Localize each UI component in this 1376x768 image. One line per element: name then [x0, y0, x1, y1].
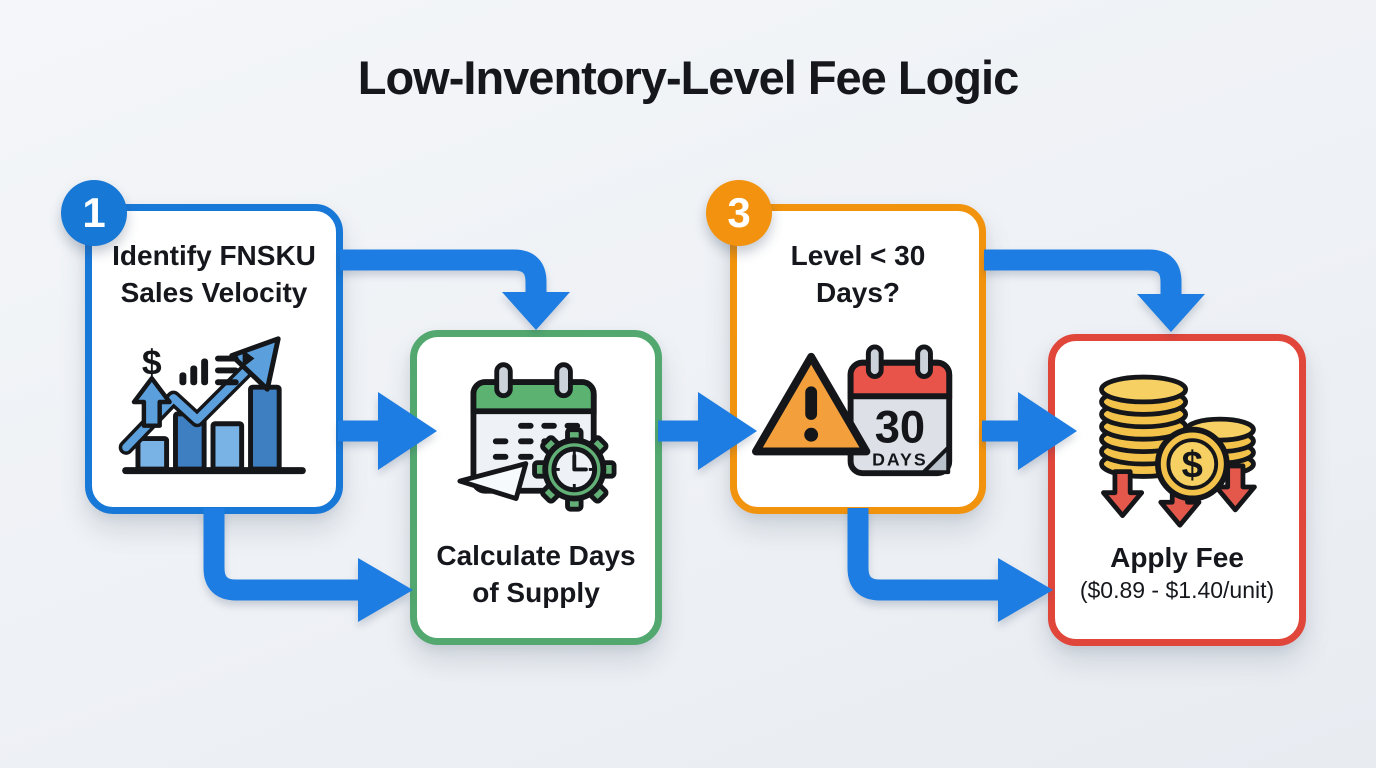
- step-1-number-badge: 1: [61, 180, 127, 246]
- coins-fee-down-arrows-icon: $: [1098, 374, 1257, 528]
- step-4-title: Apply Fee ($0.89 - $1.40/unit): [1080, 541, 1274, 605]
- step-card-apply-fee: $ Apply Fee ($0.89 - $1.40/unit): [1048, 334, 1306, 646]
- step-3-title: Level < 30 Days?: [791, 237, 926, 311]
- step-2-title: Calculate Days of Supply: [436, 537, 635, 611]
- dollar-glyph: $: [142, 342, 162, 382]
- step-card-calculate-days-of-supply: Calculate Days of Supply: [410, 330, 662, 645]
- connector-step1-bottom-to-step2: [203, 508, 413, 622]
- step-title-line: of Supply: [472, 577, 600, 608]
- step-card-level-below-30-days: 3 Level < 30 Days? 30 DAYS: [706, 180, 986, 514]
- connector-step1-top-to-step2: [340, 249, 570, 330]
- step-card-identify-velocity: 1 Identify FNSKU Sales Velocity $: [61, 180, 343, 514]
- connector-step3-top-to-step4: [984, 249, 1205, 332]
- step-title-line: Apply Fee: [1110, 542, 1244, 573]
- step-1-title: Identify FNSKU Sales Velocity: [112, 237, 316, 311]
- gear-clock: [532, 427, 617, 512]
- step-title-line: Days?: [815, 277, 901, 308]
- calendar-clock-icon: [457, 362, 617, 512]
- warning-30-days-calendar-icon: 30 DAYS: [752, 344, 953, 477]
- step-title-line: Identify FNSKU: [112, 240, 316, 271]
- days-word: DAYS: [872, 449, 928, 469]
- step-title-line: Sales Velocity: [120, 277, 308, 308]
- dollar-glyph: $: [1181, 443, 1202, 486]
- days-number: 30: [875, 402, 925, 453]
- step-title-line: Level < 30: [790, 240, 926, 271]
- connector-step3-bottom-to-step4: [847, 508, 1053, 622]
- step-title-line: Calculate Days: [436, 540, 636, 571]
- step-4-fee-range: ($0.89 - $1.40/unit): [1079, 577, 1275, 603]
- step-3-number-badge: 3: [706, 180, 772, 246]
- sales-growth-chart-icon: $: [118, 336, 306, 475]
- page-title: Low-Inventory-Level Fee Logic: [357, 51, 1019, 104]
